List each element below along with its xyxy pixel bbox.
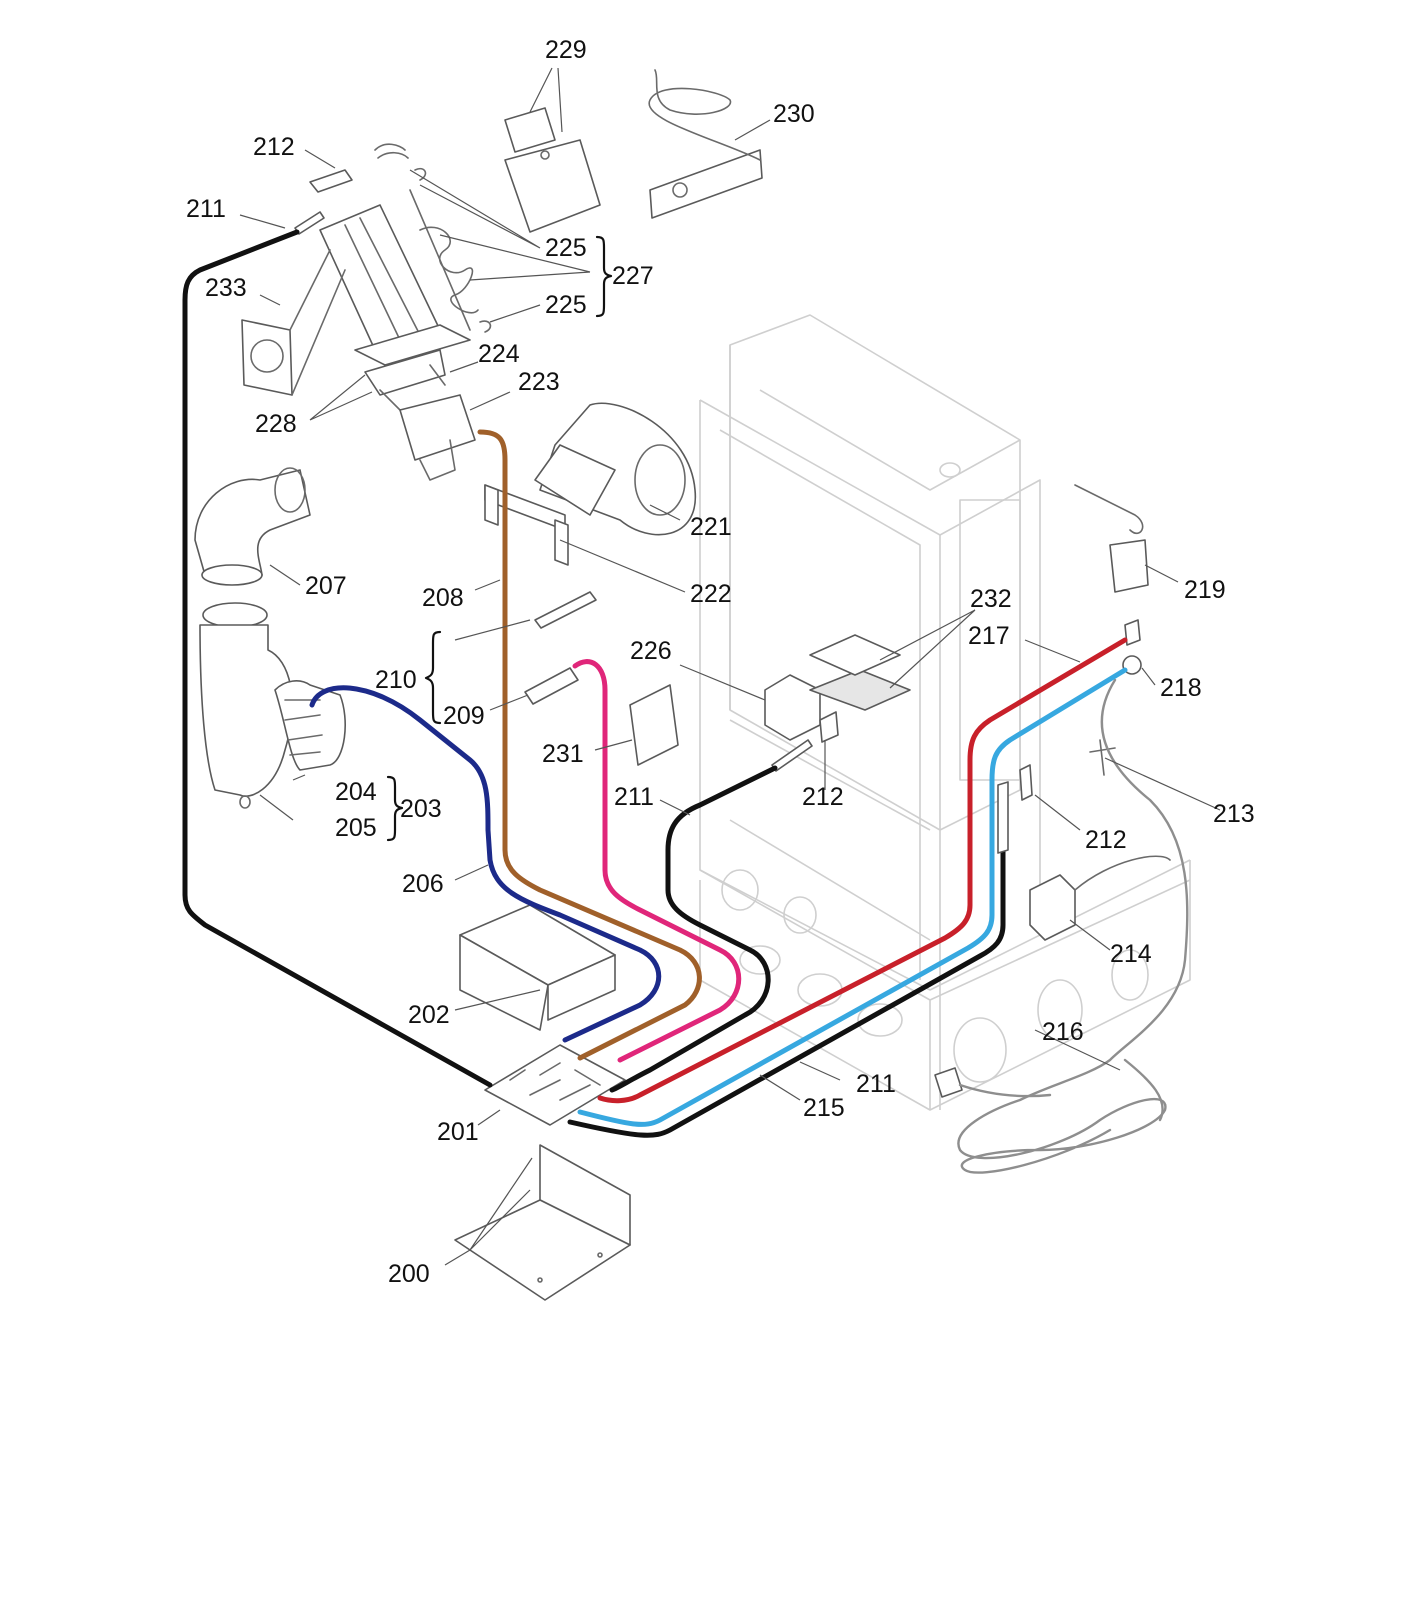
part-216-power-cord [934, 678, 1189, 1174]
cable-211-black-mid [609, 765, 778, 1093]
label-212-mid: 212 [802, 783, 844, 811]
braces [386, 235, 613, 842]
cable-211-black-left [182, 229, 493, 1088]
label-218: 218 [1160, 674, 1202, 702]
label-229: 229 [545, 36, 587, 64]
cable-217-red [597, 637, 1128, 1104]
label-211-top: 211 [186, 195, 226, 223]
part-219-thermostat [1074, 484, 1149, 593]
label-217: 217 [968, 622, 1010, 650]
label-233: 233 [205, 274, 247, 302]
label-225-top: 225 [545, 234, 587, 262]
label-211-mid: 211 [614, 783, 654, 811]
cable-206-blue [309, 685, 662, 1043]
brace-210 [424, 630, 442, 725]
part-212-clip-right [1019, 764, 1033, 801]
label-212-right: 212 [1085, 826, 1127, 854]
part-202-cover [459, 904, 616, 1031]
label-203: 203 [400, 795, 442, 823]
leader-lines [239, 67, 1221, 1266]
label-211-bottom: 211 [856, 1070, 896, 1098]
part-burner-assembly [241, 167, 492, 411]
cable-209-pink [572, 659, 742, 1063]
label-223: 223 [518, 368, 560, 396]
part-229-plates [504, 107, 601, 233]
label-213: 213 [1213, 800, 1255, 828]
brace-203 [386, 775, 404, 842]
part-203-blower [199, 602, 346, 809]
label-209: 209 [443, 702, 485, 730]
label-214: 214 [1110, 940, 1152, 968]
label-226: 226 [630, 637, 672, 665]
boiler-housing [699, 314, 1191, 1111]
part-217-218-connectors [1122, 619, 1142, 675]
label-202: 202 [408, 1001, 450, 1029]
label-232: 232 [970, 585, 1012, 613]
part-222-bracket [484, 484, 569, 566]
label-225-bottom: 225 [545, 291, 587, 319]
label-207: 207 [305, 572, 347, 600]
part-209-sensors [524, 591, 597, 705]
label-216: 216 [1042, 1018, 1084, 1046]
label-222: 222 [690, 580, 732, 608]
label-228: 228 [255, 410, 297, 438]
label-231: 231 [542, 740, 584, 768]
part-213 [1089, 739, 1116, 776]
part-200-bracket [454, 1144, 631, 1301]
part-223-motor [399, 394, 476, 481]
cable-218-lightblue [577, 667, 1128, 1127]
part-221-fan [534, 402, 696, 536]
part-212-clip-top [309, 143, 409, 193]
part-207-elbow [194, 467, 311, 586]
label-230: 230 [773, 100, 815, 128]
label-204: 204 [335, 778, 377, 806]
part-214-socket [1029, 855, 1171, 941]
cable-harness [182, 229, 1128, 1138]
part-232-gaskets [809, 634, 911, 711]
part-230-panel [648, 69, 763, 219]
part-201-pcb [484, 1044, 626, 1126]
label-224: 224 [478, 340, 520, 368]
label-210: 210 [375, 666, 417, 694]
label-227: 227 [612, 262, 654, 290]
cable-208-brown [477, 429, 702, 1061]
cable-211-black-right [567, 787, 1006, 1138]
label-206: 206 [402, 870, 444, 898]
brace-227 [595, 235, 613, 318]
label-205: 205 [335, 814, 377, 842]
label-201: 201 [437, 1118, 479, 1146]
label-208: 208 [422, 584, 464, 612]
label-215: 215 [803, 1094, 845, 1122]
part-226-bracket [764, 674, 839, 743]
label-219: 219 [1184, 576, 1226, 604]
part-231-plate [629, 684, 679, 766]
part-labels: 229 230 212 211 225 227 233 225 224 223 … [186, 36, 1255, 1288]
label-212-top: 212 [253, 133, 295, 161]
label-221: 221 [690, 513, 732, 541]
label-200: 200 [388, 1260, 430, 1288]
